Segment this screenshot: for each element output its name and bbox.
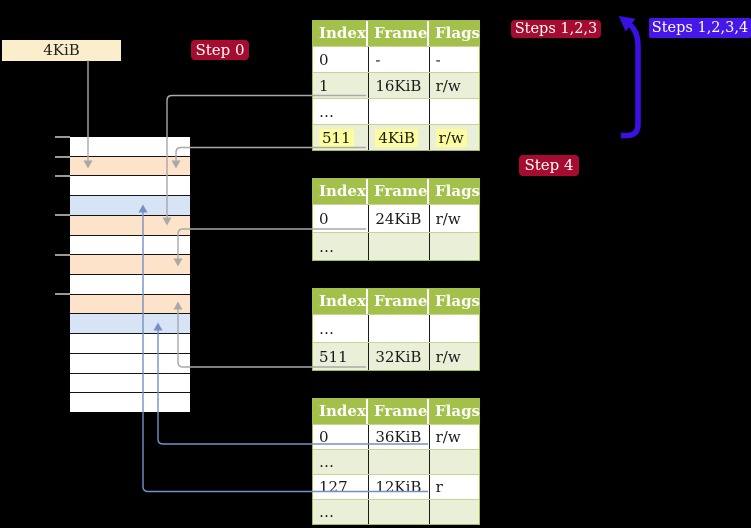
table-cell: 12KiB [369,475,430,499]
table-cell: 24KiB [369,205,430,232]
memory-frame-row-white [70,352,190,373]
memory-frame-row-white [70,234,190,255]
memory-frame-row-blue [70,313,190,334]
memory-frame-row-white [70,137,190,156]
memory-tick [55,175,70,177]
table-cell [369,233,430,260]
highlighted-value: 511 [319,128,354,147]
memory-tick [55,293,70,295]
table-cell: r/w [435,209,461,228]
table-row: 511 4KiB r/w [313,124,479,150]
badge-steps-1-2-3-4: Steps 1,2,3,4 [649,18,751,38]
table-cell: 32KiB [369,343,430,370]
column-header-index: Index [313,399,368,424]
column-header-flags: Flags [435,182,480,200]
page-size-label: 4KiB [2,40,121,61]
column-header-index: Index [313,289,368,314]
table-cell: r [435,478,443,496]
table-cell [369,450,430,474]
column-header-index: Index [313,21,368,46]
table-cell: - [435,50,441,69]
column-header-flags: Flags [435,402,480,420]
column-header-flags: Flags [435,292,480,310]
table-cell: r/w [435,428,461,446]
table-cell [369,99,430,124]
memory-frame-row-peach [70,214,190,235]
memory-tick [55,136,70,138]
table-cell: 4KiB [369,125,430,150]
column-header-frame: Frame [368,179,429,204]
table-cell: 16KiB [369,73,430,98]
table-cell: 1 [313,73,370,98]
memory-frame-row-white [70,333,190,353]
memory-tick [55,214,70,216]
badge-step-4: Step 4 [519,155,579,176]
memory-frame-row-peach [70,293,190,314]
table-cell: … [313,450,370,474]
memory-frame-row-white [70,175,190,196]
table-row: … [313,314,479,342]
table-cell: … [313,233,370,260]
table-row: … [313,499,479,524]
table-cell [430,450,479,474]
table-cell [430,500,479,524]
table-row: … [313,232,479,260]
table-cell: 0 [313,47,370,72]
memory-frame-row-peach [70,155,190,176]
table-cell: … [313,315,370,342]
memory-frame-row-white [70,392,190,413]
table-cell: 0 [313,425,370,449]
column-header-frame: Frame [368,399,429,424]
table-cell [430,233,479,260]
table-cell: 511 [313,343,370,370]
memory-frame-row-white [70,274,190,294]
memory-frame-row-white [70,372,190,393]
table-cell [369,315,430,342]
table-cell: 36KiB [369,425,430,449]
memory-frame-row-peach [70,254,190,275]
table-row: … [313,98,479,124]
table-cell: 127 [313,475,370,499]
column-header-index: Index [313,179,368,204]
table-cell [369,500,430,524]
table-cell [430,99,479,124]
table-row: 0-- [313,46,479,72]
column-header-frame: Frame [368,21,429,46]
column-header-frame: Frame [368,289,429,314]
table-cell: … [313,500,370,524]
table-cell: r/w [430,125,479,150]
memory-frame-row-blue [70,195,190,215]
memory-column [70,137,190,413]
memory-tick [55,156,70,158]
table-cell: 0 [313,205,370,232]
table-row: … [313,449,479,474]
badge-steps-1-2-3: Steps 1,2,3 [511,20,601,38]
table-cell: r/w [435,76,461,95]
table-cell: r/w [435,347,461,366]
highlighted-value: r/w [435,128,467,147]
highlighted-value: 4KiB [375,128,418,147]
table-cell: 511 [313,125,370,150]
badge-step-0: Step 0 [191,40,249,60]
table-cell: - [369,47,430,72]
table-cell [430,315,479,342]
table-cell: … [313,99,370,124]
memory-tick [55,254,70,256]
arrow-recursive-loop [618,16,641,139]
column-header-flags: Flags [435,24,480,42]
